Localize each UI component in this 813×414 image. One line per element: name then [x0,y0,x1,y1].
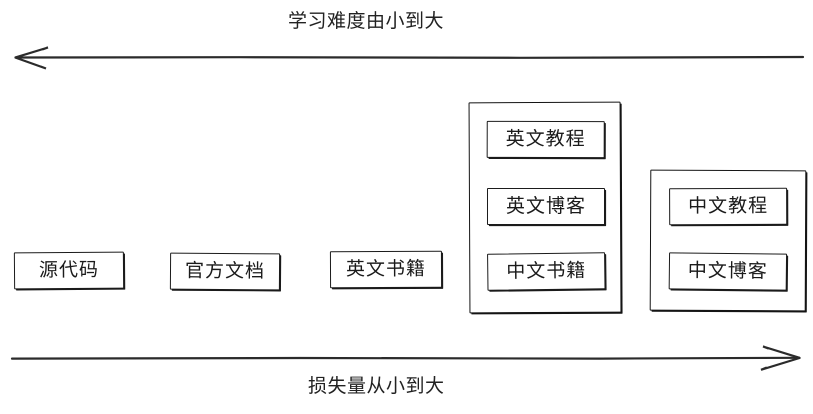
node-label: 英文教程 [505,127,586,151]
group-chinese-tutorials: 中文教程 中文博客 [649,169,807,312]
arrow-left-icon [14,46,49,59]
node-chinese-blog[interactable]: 中文博客 [668,252,788,291]
node-english-tutorial[interactable]: 英文教程 [486,120,605,159]
node-label: 源代码 [38,258,100,282]
arrow-right-icon [762,345,801,359]
top-axis-label: 学习难度由小到大 [288,10,445,32]
node-english-books[interactable]: 英文书籍 [329,250,443,289]
node-label: 中文书籍 [506,259,587,283]
node-label: 中文博客 [687,259,768,283]
bottom-axis-label: 损失量从小到大 [308,375,445,397]
group-english-tutorials: 英文教程 英文博客 中文书籍 [468,101,622,314]
node-label: 英文博客 [505,194,586,217]
node-label: 英文书籍 [345,257,427,281]
node-source-code[interactable]: 源代码 [13,251,125,290]
top-axis-arrow [14,46,805,70]
node-official-docs[interactable]: 官方文档 [169,252,281,291]
node-label: 官方文档 [184,259,266,283]
node-label: 中文教程 [688,194,769,218]
node-chinese-books[interactable]: 中文书籍 [487,252,606,291]
node-english-blog[interactable]: 英文博客 [486,187,605,225]
node-chinese-tutorial[interactable]: 中文教程 [669,187,788,226]
